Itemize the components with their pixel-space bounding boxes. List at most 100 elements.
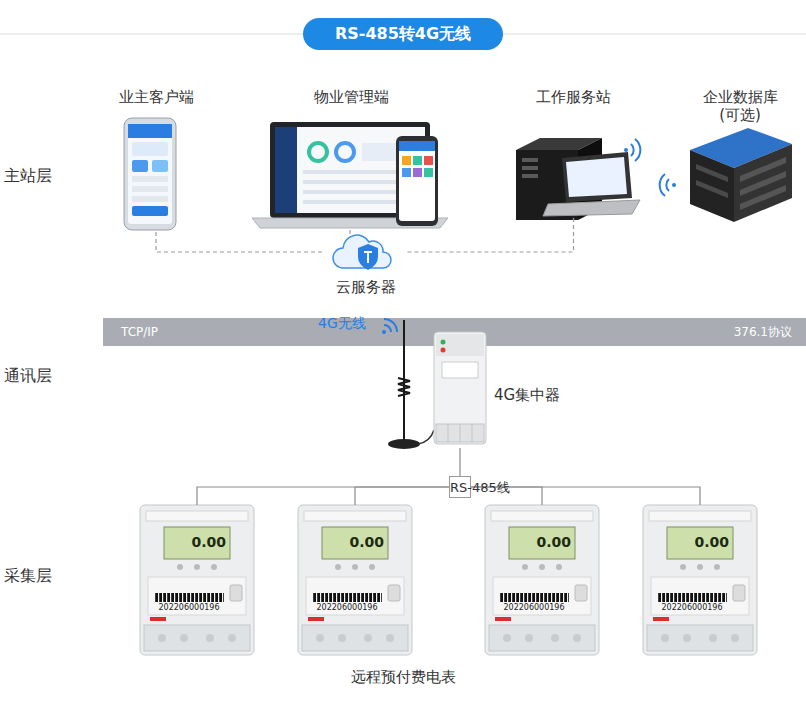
node-text: 工作服务站 [505,88,642,106]
laptop-illustration [402,168,411,177]
wireless-symbol [635,139,640,161]
node-text: 0.00 [509,534,571,551]
laptop-illustration [413,156,422,165]
node-text: 0.00 [322,534,384,551]
concentrator-illustration [448,424,449,442]
concentrator-illustration [472,424,473,442]
rs485-wire [471,487,700,505]
server-node: 工作服务站 [505,86,642,218]
cloud-icon [333,235,391,270]
title-pill: RS-485转4G无线 [303,18,503,50]
concentrator-illustration [434,332,486,444]
cloud-icon [364,252,372,263]
cloud-node: 云服务器 [325,236,407,298]
wireless-symbol [382,319,397,334]
laptop-illustration [413,168,422,177]
meter-illustration [485,505,599,655]
dashed-link [407,218,574,252]
concentrator-illustration [460,424,461,442]
node-text: 企业数据库 (可选) [694,88,786,124]
client-node: 业主客户端 [95,86,217,232]
workstation-illustration [562,152,632,202]
phone-illustration [132,176,168,182]
node-text: 物业管理端 [250,88,452,106]
database-illustration [690,150,734,222]
node-text: 4G集中器 [494,386,560,404]
antenna-illustration [388,439,420,449]
concentrator-illustration [442,362,478,378]
database-illustration [696,180,728,198]
dashed-link [349,230,350,236]
phone-illustration [132,142,168,156]
phone-illustration [124,118,176,230]
wireless-symbol [672,183,676,187]
phone-illustration [128,124,172,224]
concentrator-illustration [441,340,446,345]
node-text: 业主客户端 [95,88,217,106]
meter-node: 0.00 202206000196 [140,505,254,655]
concentrator-node: 4G集中器 [428,326,568,448]
meter-illustration [140,505,757,655]
meter-node: 0.00 202206000196 [485,505,599,655]
meter-node: 0.00202206000196 [643,505,757,655]
rs485-wire [471,487,542,505]
wireless-symbol [384,319,397,332]
node-text: 0.00 [667,534,729,551]
concentrator-illustration [441,348,446,353]
meter-illustration [140,505,254,655]
rs485-wire [197,487,449,505]
workstation-illustration [522,158,538,162]
meter-node: 0.00202206000196 [298,505,412,655]
rs485-wire [355,487,449,505]
node-subtext: 202206000196 [154,603,224,613]
meter-illustration [643,505,757,655]
title-text: RS-485转4G无线 [335,24,471,45]
layer-label: 主站层 [4,166,52,185]
node-text: TCP/IP [121,325,158,339]
concentrator-illustration [436,334,484,356]
antenna-illustration [388,320,434,449]
concentrator-illustration [436,424,484,442]
client-node: 物业管理端 [250,86,452,230]
database-illustration [740,185,786,210]
node-text: RS-485线 [450,480,470,496]
workstation-illustration [522,166,538,170]
layer-label: 通讯层 [4,366,52,385]
database-illustration [734,144,792,222]
node-subtext: 202206000196 [499,603,569,613]
wireless-symbol [384,325,391,332]
phone-illustration [132,206,168,216]
wireless-symbol [631,144,634,156]
concentrator-illustration [434,332,486,444]
laptop-illustration [275,127,297,213]
layer-label: 采集层 [4,566,52,585]
workstation-illustration [566,157,627,197]
database-illustration [696,164,728,182]
workstation-illustration [516,138,640,220]
phone-illustration [132,196,168,202]
phone-illustration [132,186,168,192]
wireless-symbol [624,148,628,152]
meter-illustration [298,505,412,655]
wireless-symbol [666,179,669,191]
phone-illustration [124,118,176,230]
rs485-wire [459,448,460,476]
node-text: 0.00 [164,534,226,551]
laptop-illustration [402,156,411,165]
laptop-illustration [309,143,327,161]
phone-illustration [152,160,168,172]
laptop-illustration [424,168,433,177]
wireless-symbol [660,174,665,196]
protocol-band: TCP/IP376.1协议 [103,318,806,346]
phone-illustration [132,160,148,172]
node-text: 云服务器 [325,278,407,296]
laptop-illustration [336,143,354,161]
phone-illustration [128,124,172,138]
caption-label: 远程预付费电表 [253,668,553,686]
database-node: 企业数据库 (可选) [680,86,800,232]
laptop-illustration [396,136,438,226]
wireless-label: 4G无线 [318,315,366,332]
laptop-illustration [399,141,435,151]
antenna-illustration [398,378,410,396]
